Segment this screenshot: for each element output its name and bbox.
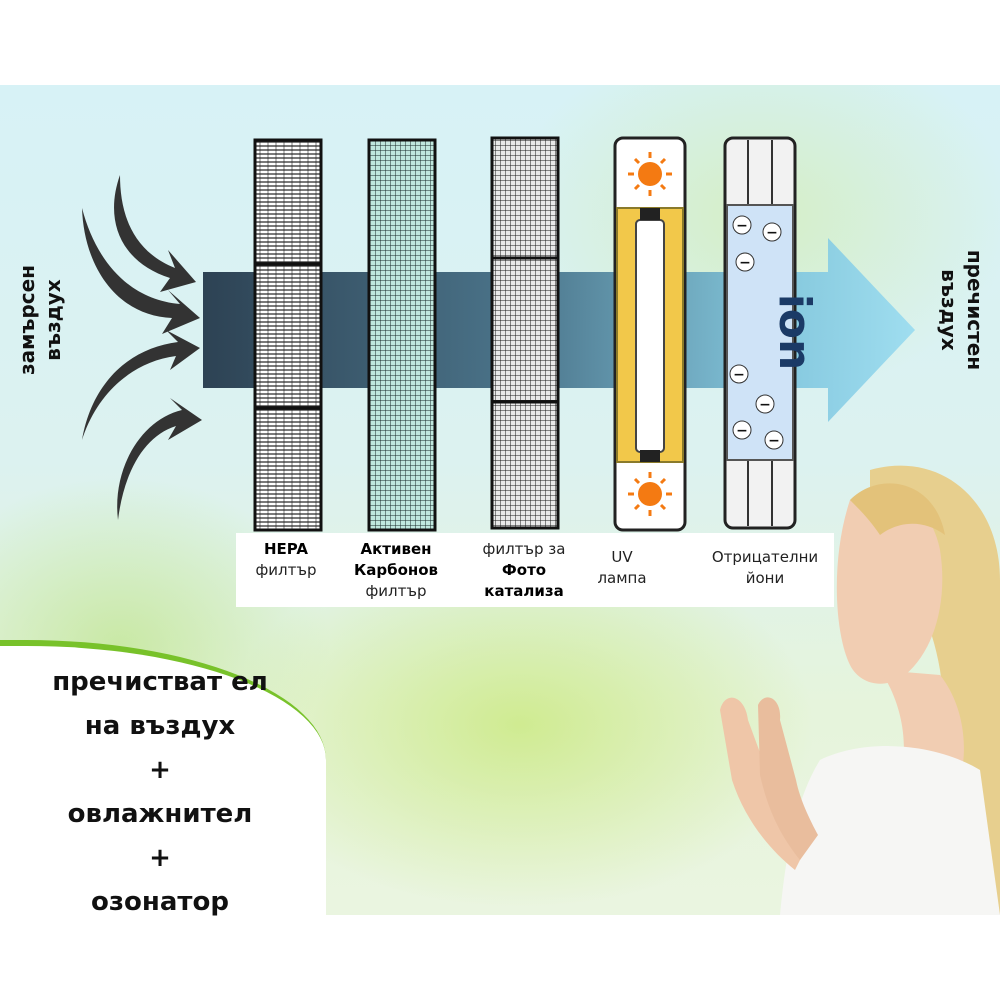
polluted-air-label-line2: въздух xyxy=(41,279,65,361)
woman-meditating-image xyxy=(720,465,1000,915)
negative-ion-badges: − − − − − − − xyxy=(729,215,784,450)
negative-ions: ion − − − − − − − xyxy=(723,136,820,530)
promo-line: пречистват ел xyxy=(52,667,268,697)
caption-ions: Отрицателни йони xyxy=(711,548,819,587)
caption-photocatalysis: филтър за Фото катализа xyxy=(482,540,566,600)
promo-line: + xyxy=(149,843,171,873)
purified-air-label-line2: въздух xyxy=(937,269,961,351)
carbon-filter xyxy=(367,138,437,532)
photocatalysis-filter xyxy=(490,136,560,530)
caption-hepa: HEPA филтър xyxy=(255,540,317,579)
promo-line: озонатор xyxy=(91,887,229,917)
promo-line: + xyxy=(149,755,171,785)
sun-icon xyxy=(628,472,672,516)
caption-carbon: Активен Карбонов филтър xyxy=(353,540,439,600)
svg-text:−: − xyxy=(759,397,771,413)
polluted-air-label-line1: замърсен xyxy=(15,264,39,376)
svg-text:−: − xyxy=(766,225,778,241)
promo-line: на въздух xyxy=(84,711,236,741)
purified-air-label-line1: пречистен xyxy=(963,249,987,371)
svg-text:−: − xyxy=(736,218,748,234)
polluted-air-label: замърсен въздух xyxy=(0,235,80,405)
promo-text: пречистват ел на въздух + овлажнител + о… xyxy=(0,660,320,924)
incoming-air-arrows xyxy=(82,175,202,520)
svg-text:−: − xyxy=(768,433,780,449)
svg-text:−: − xyxy=(736,423,748,439)
filter-captions: HEPA филтър Активен Карбонов филтър филт… xyxy=(236,533,834,607)
purified-air-label: пречистен въздух xyxy=(922,225,1000,395)
uv-lamp xyxy=(613,136,687,532)
sun-icon xyxy=(628,152,672,196)
promo-line: овлажнител xyxy=(67,799,253,829)
caption-uv: UV лампа xyxy=(597,548,647,587)
svg-text:−: − xyxy=(733,367,745,383)
hepa-filter xyxy=(253,138,323,532)
ion-label: ion xyxy=(769,294,820,371)
svg-text:−: − xyxy=(739,255,751,271)
